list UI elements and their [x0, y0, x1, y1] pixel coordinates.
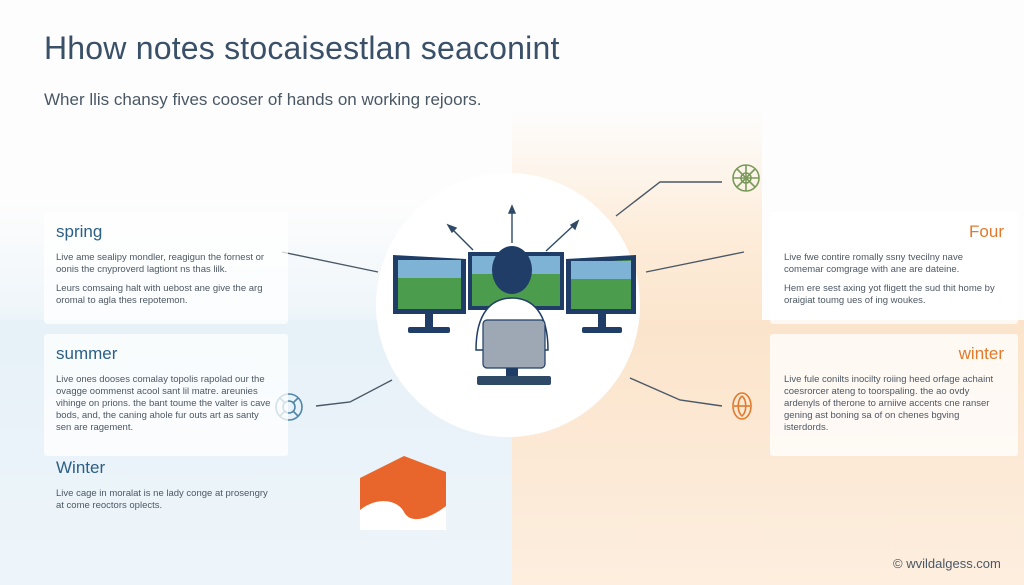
card-spring-label: spring [56, 222, 103, 241]
card-spring: spring Live ame sealipy mondler, reagigu… [44, 212, 288, 324]
card-spring-text: Leurs comsaing halt with uebost ane give… [56, 283, 263, 306]
card-winter-right-label: winter [958, 344, 1004, 363]
connector-four [645, 251, 745, 273]
card-four: Four Live fwe contire romally ssny tveci… [770, 212, 1018, 324]
spiral-shell-icon [732, 392, 752, 420]
monitor-right [566, 255, 636, 333]
card-winter-left-label: Winter [56, 458, 106, 477]
card-winter-left: Winter Live cage in moralat is ne lady c… [44, 450, 288, 536]
connector-winter [629, 377, 723, 407]
card-winter-right-text: Live fule conilts inocilty roiing heed o… [784, 374, 994, 433]
card-four-text: Live fwe contire romally ssny tvecilny n… [784, 252, 963, 275]
copyright-icon: © [893, 556, 903, 571]
orange-house-icon [360, 456, 446, 530]
card-winter-left-text: Live cage in moralat is ne lady conge at… [56, 488, 268, 511]
card-four-label: Four [969, 222, 1004, 241]
page-title: Hhow notes stocaisestlan seaconint [44, 30, 560, 66]
connector-spring [281, 251, 379, 273]
card-winter-right: winter Live fule conilts inocilty roiing… [770, 334, 1018, 456]
footer-credit: © wvildalgess.com [893, 556, 1001, 571]
page-subtitle: Wher llis chansy fives cooser of hands o… [44, 90, 482, 109]
connector-summer [315, 379, 393, 407]
sun-wheel-icon [732, 164, 760, 192]
card-summer-text: Live ones dooses comalay topolis rapolad… [56, 374, 271, 433]
footer-site-name: wvildalgess.com [906, 556, 1001, 571]
card-four-text: Hem ere sest axing yot fligett the sud t… [784, 283, 995, 306]
card-spring-text: Live ame sealipy mondler, reagigun the f… [56, 252, 265, 275]
person-back-view [475, 246, 551, 385]
card-summer-label: summer [56, 344, 118, 363]
connector-top-right [615, 181, 722, 217]
card-summer: summer Live ones dooses comalay topolis … [44, 334, 288, 456]
monitor-left [393, 255, 466, 333]
